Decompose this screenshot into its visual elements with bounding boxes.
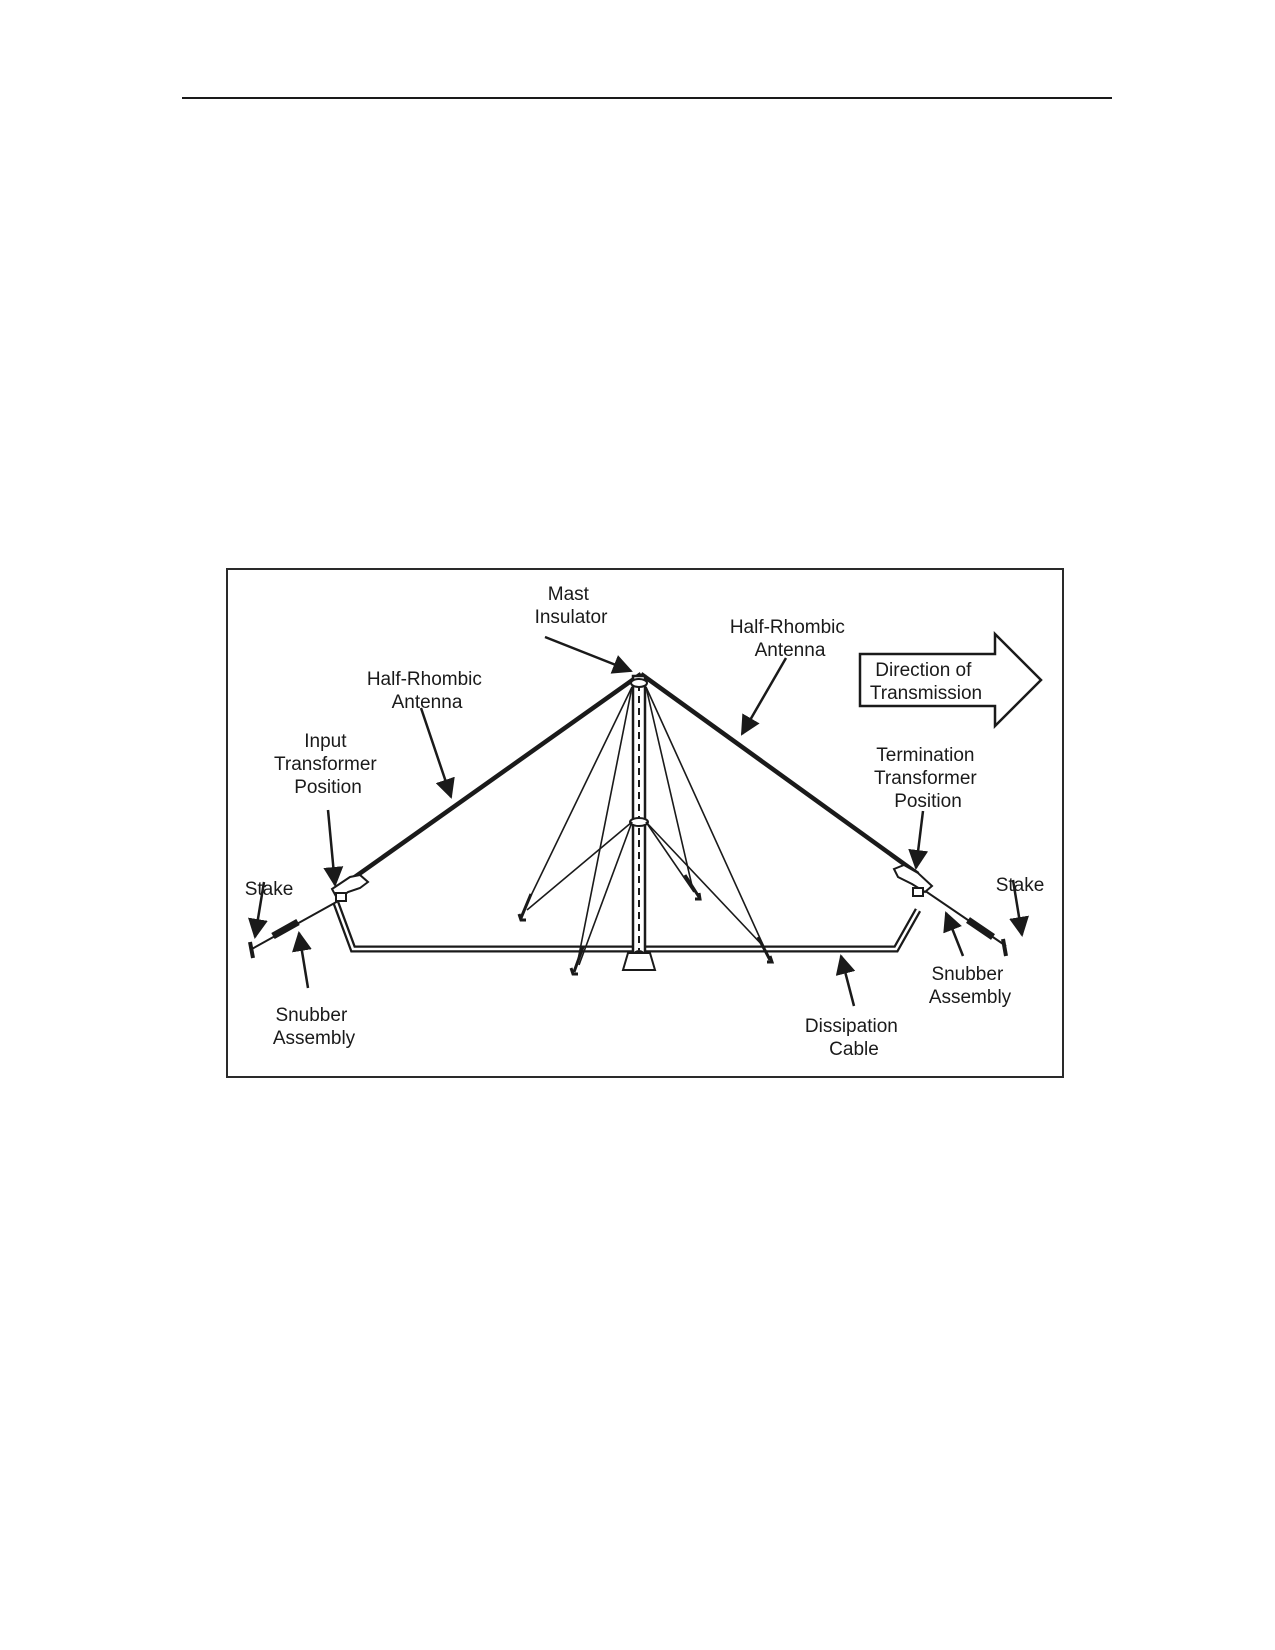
snubber-icon <box>917 885 1008 957</box>
antenna-diagram: Mast Insulator Half-Rhombic Antenna Half… <box>245 584 1045 1060</box>
transformer-icon <box>892 863 934 897</box>
antenna-wire-right <box>639 672 920 876</box>
antenna-wire-left <box>350 672 643 881</box>
mast-icon <box>621 674 657 971</box>
header-rule <box>182 97 1112 99</box>
stake-right-label: Stake <box>996 875 1045 896</box>
termination-transformer-position-label: Termination Transformer Position <box>874 745 982 812</box>
guy-stake-icon <box>517 874 775 976</box>
dissipation-cable <box>332 901 922 953</box>
mast-insulator-label: Mast Insulator <box>535 584 609 628</box>
leader-arrows <box>248 635 1029 1007</box>
direction-arrow-icon <box>858 630 1043 730</box>
snubber-assembly-left-label: Snubber Assembly <box>273 1005 356 1049</box>
half-rhombic-antenna-left-label: Half-Rhombic Antenna <box>367 669 487 713</box>
stake-left-label: Stake <box>245 879 294 900</box>
direction-of-transmission-label: Direction of Transmission <box>870 660 982 704</box>
transformer-icon <box>330 873 370 902</box>
dissipation-cable-label: Dissipation Cable <box>805 1016 903 1060</box>
guy-wires <box>523 686 766 966</box>
snubber-icon <box>248 899 341 959</box>
snubber-assembly-right-label: Snubber Assembly <box>929 964 1012 1008</box>
antenna-figure: Mast Insulator Half-Rhombic Antenna Half… <box>226 568 1064 1078</box>
input-transformer-position-label: Input Transformer Position <box>274 731 382 798</box>
half-rhombic-antenna-right-label: Half-Rhombic Antenna <box>730 617 850 661</box>
